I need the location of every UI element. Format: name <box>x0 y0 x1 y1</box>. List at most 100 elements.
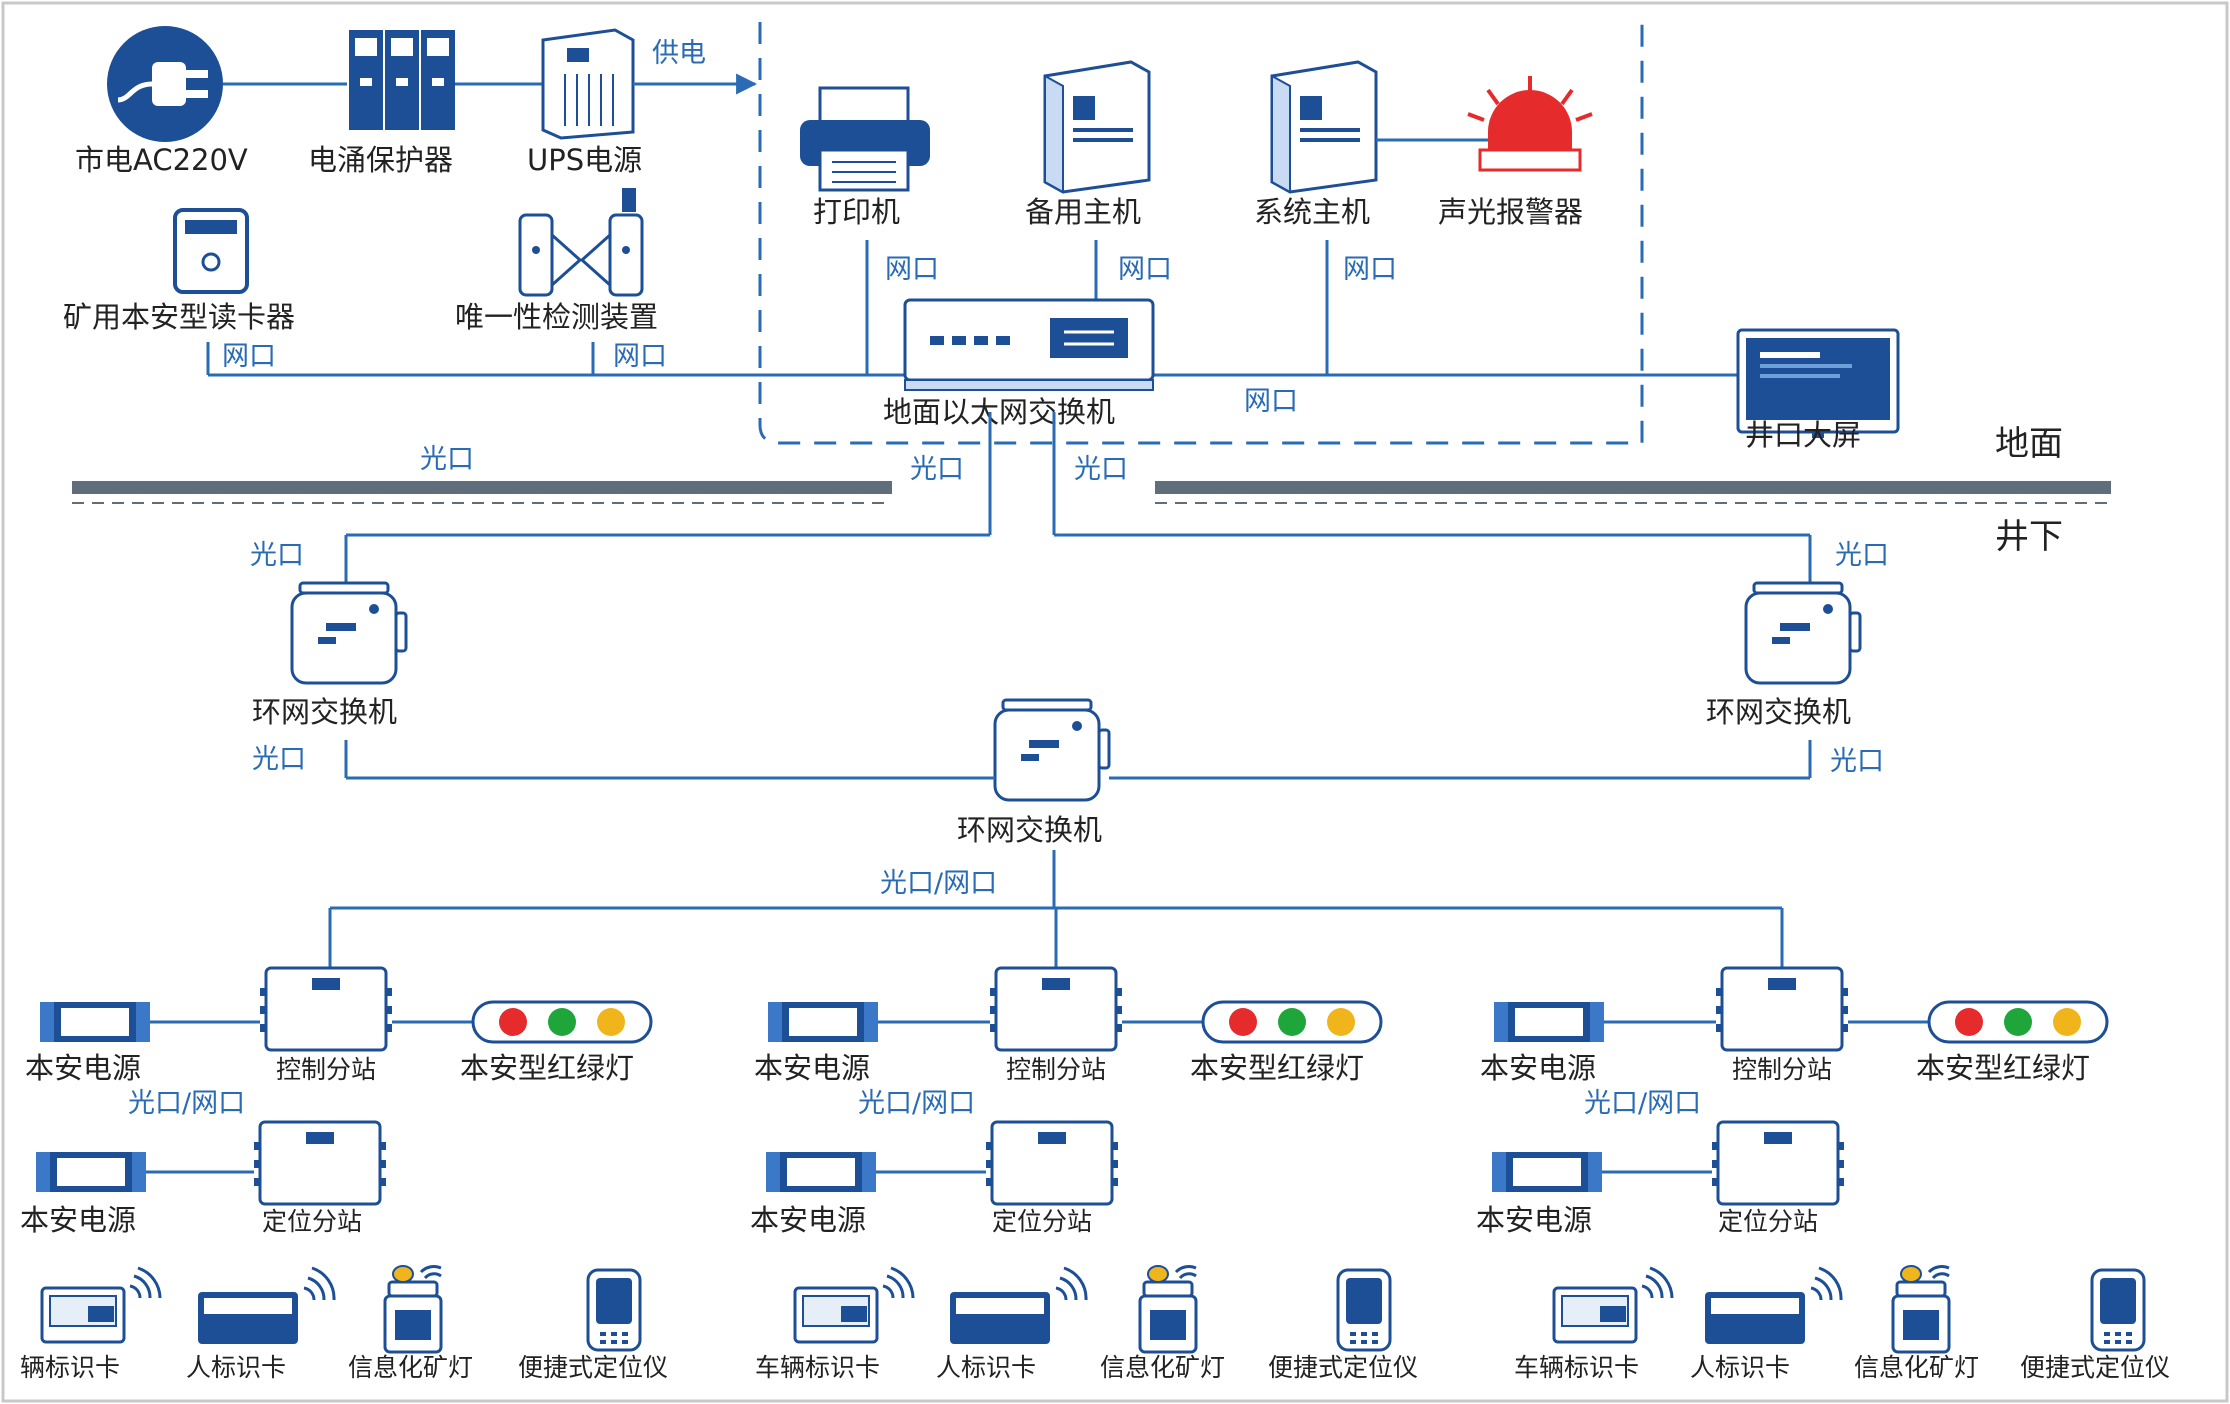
control-substation-1-icon <box>258 966 394 1052</box>
power-supply-3b-label: 本安电源 <box>1476 1203 1592 1237</box>
power-supply-3a-icon <box>1493 1001 1605 1043</box>
control-substation-2-label: 控制分站 <box>1006 1055 1106 1084</box>
control-substation-3-icon <box>1714 966 1850 1052</box>
vehicle-card-1-icon <box>40 1266 162 1344</box>
cap-lamp-3-label: 信息化矿灯 <box>1854 1353 1979 1382</box>
locator-2-icon <box>1336 1268 1392 1352</box>
power-supply-1a-icon <box>39 1001 151 1043</box>
printer-label: 打印机 <box>813 195 900 229</box>
turnstile-icon <box>518 188 644 297</box>
alarm-label: 声光报警器 <box>1438 195 1583 229</box>
power-supply-2a-label: 本安电源 <box>754 1051 870 1085</box>
locate-substation-2-icon <box>984 1120 1120 1206</box>
ring-right-fiber-bottom: 光口 <box>1830 746 1884 777</box>
card-reader-label: 矿用本安型读卡器 <box>63 300 295 334</box>
traffic-light-1-label: 本安型红绿灯 <box>460 1051 634 1085</box>
locator-3-label: 便捷式定位仪 <box>2020 1353 2170 1382</box>
ring-switch-right-icon <box>1744 581 1862 685</box>
zone-ground-label: 地面 <box>1995 424 2063 464</box>
zone-underground-label: 井下 <box>1995 517 2063 557</box>
vehicle-card-1-label: 辆标识卡 <box>20 1353 120 1382</box>
ring-switch-right-label: 环网交换机 <box>1706 695 1851 729</box>
system-host-server-icon <box>1270 60 1378 194</box>
control-substation-1-label: 控制分站 <box>276 1055 376 1084</box>
fiber-port-left: 光口 <box>910 454 964 485</box>
monitor-icon <box>1736 328 1900 438</box>
cap-lamp-1-icon <box>383 1264 443 1354</box>
screen-port: 网口 <box>1244 386 1298 417</box>
person-card-3-label: 人标识卡 <box>1690 1353 1790 1382</box>
ground-bar-right <box>1155 481 2111 494</box>
locator-1-label: 便捷式定位仪 <box>518 1353 668 1382</box>
printer-icon <box>800 86 930 192</box>
system-host-port: 网口 <box>1343 254 1397 285</box>
ring-switch-left-label: 环网交换机 <box>252 695 397 729</box>
surge-protector-icon <box>349 30 455 130</box>
printer-port: 网口 <box>885 254 939 285</box>
power-supply-1b-label: 本安电源 <box>20 1203 136 1237</box>
fiber-net-port-3: 光口/网口 <box>1584 1088 1701 1119</box>
vehicle-card-2-label: 车辆标识卡 <box>755 1353 880 1382</box>
power-supply-3a-label: 本安电源 <box>1480 1051 1596 1085</box>
control-substation-2-icon <box>988 966 1124 1052</box>
ring-switch-left-icon <box>290 581 408 685</box>
vehicle-card-2-icon <box>793 1266 915 1344</box>
screen-label: 井口大屏 <box>1745 418 1861 452</box>
locate-substation-1-label: 定位分站 <box>262 1207 362 1236</box>
backup-host-label: 备用主机 <box>1025 195 1141 229</box>
fiber-net-port-center: 光口/网口 <box>880 868 997 899</box>
mains-label: 市电AC220V <box>75 143 248 177</box>
fiber-port-right: 光口 <box>1074 454 1128 485</box>
traffic-light-3-icon <box>1927 1000 2109 1044</box>
system-host-label: 系统主机 <box>1254 195 1370 229</box>
locator-2-label: 便捷式定位仪 <box>1268 1353 1418 1382</box>
backup-host-port: 网口 <box>1118 254 1172 285</box>
ups-label: UPS电源 <box>527 143 642 177</box>
fiber-port-label-top: 光口 <box>420 444 474 475</box>
traffic-light-3-label: 本安型红绿灯 <box>1916 1051 2090 1085</box>
locate-substation-2-label: 定位分站 <box>992 1207 1092 1236</box>
locate-substation-3-label: 定位分站 <box>1718 1207 1818 1236</box>
power-supply-1b-icon <box>35 1151 147 1193</box>
traffic-light-1-icon <box>471 1000 653 1044</box>
ground-switch-label: 地面以太网交换机 <box>883 395 1115 429</box>
surge-label: 电涌保护器 <box>308 143 453 177</box>
locate-substation-1-icon <box>252 1120 388 1206</box>
supply-label: 供电 <box>652 38 706 69</box>
person-card-2-label: 人标识卡 <box>936 1353 1036 1382</box>
backup-host-server-icon <box>1043 60 1151 194</box>
mains-plug-icon <box>107 26 223 142</box>
traffic-light-2-icon <box>1201 1000 1383 1044</box>
cap-lamp-3-icon <box>1891 1264 1951 1354</box>
power-supply-3b-icon <box>1491 1151 1603 1193</box>
cap-lamp-2-label: 信息化矿灯 <box>1100 1353 1225 1382</box>
person-card-2-icon <box>948 1266 1088 1346</box>
vehicle-card-3-label: 车辆标识卡 <box>1514 1353 1639 1382</box>
person-card-3-icon <box>1703 1266 1843 1346</box>
ring-switch-center-label: 环网交换机 <box>957 813 1102 847</box>
ring-right-fiber-top: 光口 <box>1835 540 1889 571</box>
fiber-net-port-2: 光口/网口 <box>858 1088 975 1119</box>
alarm-light-icon <box>1467 76 1593 172</box>
uniqueness-label: 唯一性检测装置 <box>455 300 658 334</box>
ring-switch-center-icon <box>993 698 1111 802</box>
ground-switch-icon <box>903 298 1155 391</box>
control-room-boundary <box>758 22 1644 445</box>
power-supply-2b-icon <box>765 1151 877 1193</box>
locate-substation-3-icon <box>1710 1120 1846 1206</box>
cap-lamp-2-icon <box>1138 1264 1198 1354</box>
control-substation-3-label: 控制分站 <box>1732 1055 1832 1084</box>
fiber-net-port-1: 光口/网口 <box>128 1088 245 1119</box>
ups-icon <box>541 28 635 140</box>
power-supply-2b-label: 本安电源 <box>750 1203 866 1237</box>
locator-3-icon <box>2090 1268 2146 1352</box>
person-card-1-label: 人标识卡 <box>186 1353 286 1382</box>
person-card-1-icon <box>196 1266 336 1346</box>
power-supply-1a-label: 本安电源 <box>25 1051 141 1085</box>
card-reader-port: 网口 <box>222 341 276 372</box>
locator-1-icon <box>586 1268 642 1352</box>
vehicle-card-3-icon <box>1552 1266 1674 1344</box>
card-reader-icon <box>173 208 249 294</box>
